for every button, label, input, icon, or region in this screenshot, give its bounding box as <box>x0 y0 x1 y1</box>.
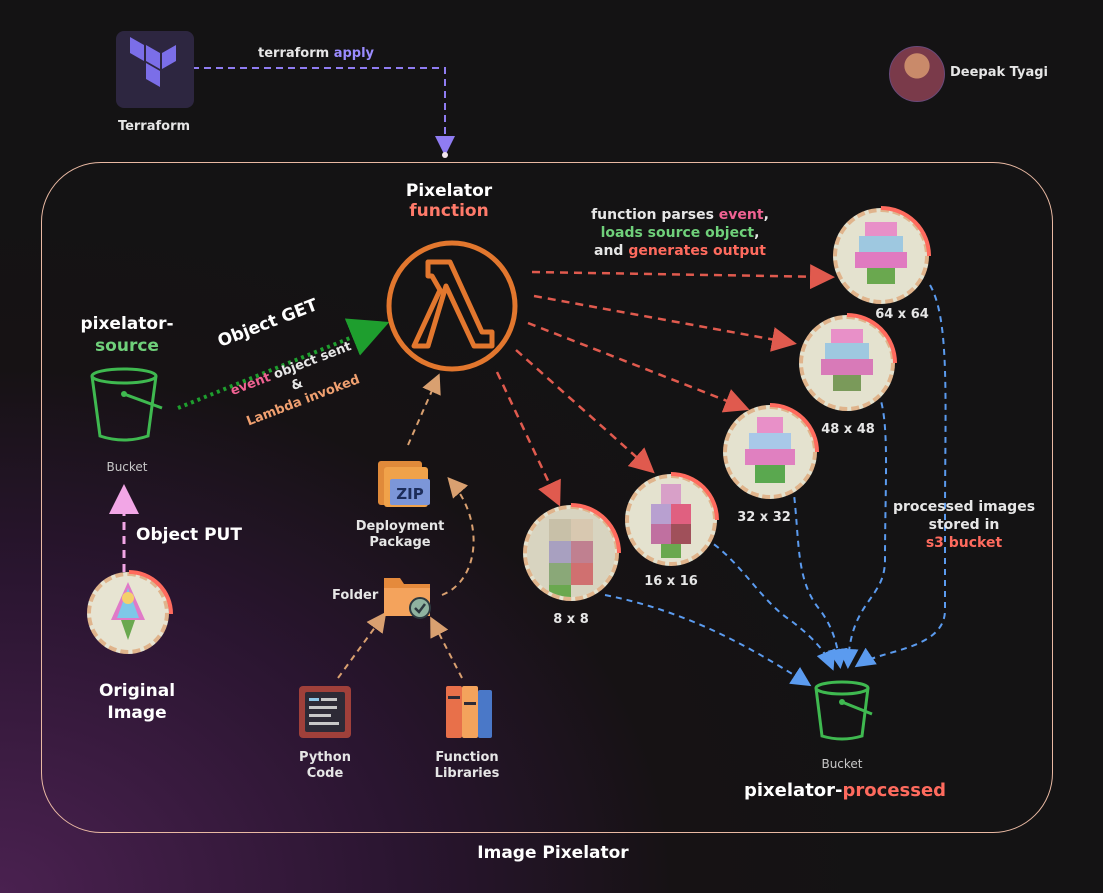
original-image[interactable] <box>87 572 169 654</box>
avatar <box>889 46 945 102</box>
output-64-label: 64 x 64 <box>875 307 929 322</box>
output-arrow-32 <box>527 321 750 413</box>
output-arrow-16 <box>515 349 655 474</box>
package-to-lambda-arrow <box>407 373 441 446</box>
python-code-icon <box>299 686 351 738</box>
pixel-ice-cream-icon <box>745 417 795 483</box>
output-8-label: 8 x 8 <box>553 612 589 627</box>
terraform-logo <box>116 31 194 108</box>
deployment-package-label: Deployment Package <box>355 519 445 550</box>
terraform-apply-label: terraform apply <box>258 46 375 61</box>
source-bucket-caption: Bucket <box>106 460 148 474</box>
original-ring <box>128 570 173 615</box>
python-code-label: Python Code <box>299 750 351 781</box>
output-arrow-48 <box>533 294 797 352</box>
parse-note: function parses event, loads source obje… <box>591 207 769 259</box>
terraform-apply-arrow <box>192 67 455 156</box>
pixel-ice-cream-icon <box>855 222 907 284</box>
terraform-label: Terraform <box>117 119 191 134</box>
function-libraries-label: Function Libraries <box>434 750 500 781</box>
source-bucket-title: pixelator- source <box>80 314 174 356</box>
output-arrow-64 <box>531 264 835 290</box>
output-32-label: 32 x 32 <box>737 510 791 525</box>
lambda-icon <box>386 240 518 372</box>
processed-bucket-caption: Bucket <box>821 757 863 771</box>
libs-to-folder-arrow <box>430 616 463 679</box>
terraform-icon <box>130 37 176 87</box>
output-16-label: 16 x 16 <box>644 574 698 589</box>
store-arrow-64 <box>854 284 947 668</box>
store-arrow-8 <box>604 594 812 687</box>
folder-to-zip-arrow <box>441 476 475 596</box>
store-arrow-32 <box>792 485 848 669</box>
function-libraries-icon <box>446 686 492 738</box>
folder-label: Folder <box>332 588 379 603</box>
processed-bucket-icon[interactable] <box>812 680 876 744</box>
object-put-label: Object PUT <box>136 525 242 545</box>
store-arrow-48 <box>838 391 888 669</box>
original-image-label: Original Image <box>98 681 176 723</box>
python-to-folder-arrow <box>337 611 387 679</box>
zip-icon: ZIP <box>376 455 432 511</box>
lambda-title: Pixelator function <box>405 181 493 221</box>
store-arrow-16 <box>704 537 836 671</box>
pixel-ice-cream-icon <box>527 509 615 597</box>
pixel-ice-cream-icon <box>821 329 873 391</box>
object-get-arrow <box>177 318 390 410</box>
author-name: Deepak Tyagi <box>950 65 1049 80</box>
output-arrow-8 <box>495 371 561 507</box>
source-bucket-icon[interactable] <box>88 366 166 444</box>
stored-note: processed images stored in s3 bucket <box>892 499 1036 551</box>
pixel-ice-cream-icon <box>651 484 691 558</box>
processed-bucket-title: pixelator-processed <box>744 780 947 801</box>
output-48-label: 48 x 48 <box>821 422 875 437</box>
pixelator-frame <box>41 162 1053 833</box>
diagram-title: Image Pixelator <box>477 843 629 863</box>
folder-icon <box>384 578 431 619</box>
ice-cream-icon <box>111 582 145 640</box>
